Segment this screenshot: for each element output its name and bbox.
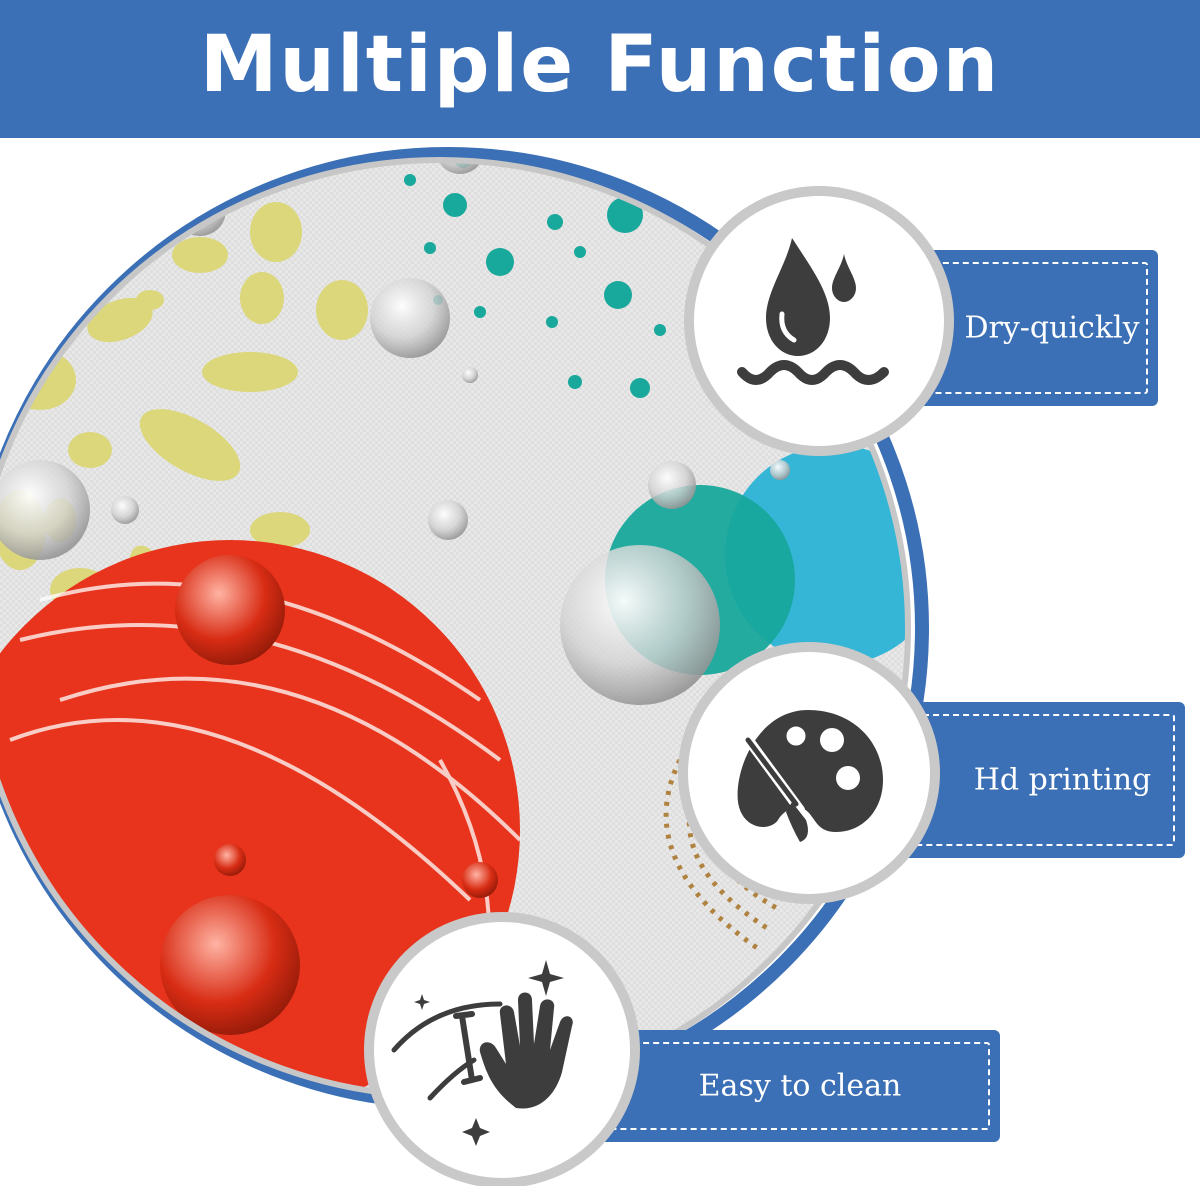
feature-label-hd-printing: Hd printing: [900, 702, 1185, 858]
water-drop-badge: [694, 196, 944, 446]
feature-label-easy-to-clean: Easy to clean: [600, 1030, 1000, 1142]
paint-palette-icon: [737, 710, 883, 842]
water-drop-icon: [737, 238, 889, 385]
feature-label-text: Hd printing: [973, 762, 1152, 798]
feature-label-text: Easy to clean: [698, 1068, 902, 1104]
paint-palette-badge: [688, 652, 930, 894]
feature-label-text: Dry-quickly: [964, 310, 1140, 346]
page-title: Multiple Function: [199, 20, 1001, 110]
wiping-hand-badge: [374, 922, 630, 1178]
water-droplets: [0, 160, 790, 1035]
header-banner: Multiple Function: [0, 0, 1200, 138]
wiping-hand-icon: [391, 960, 573, 1146]
